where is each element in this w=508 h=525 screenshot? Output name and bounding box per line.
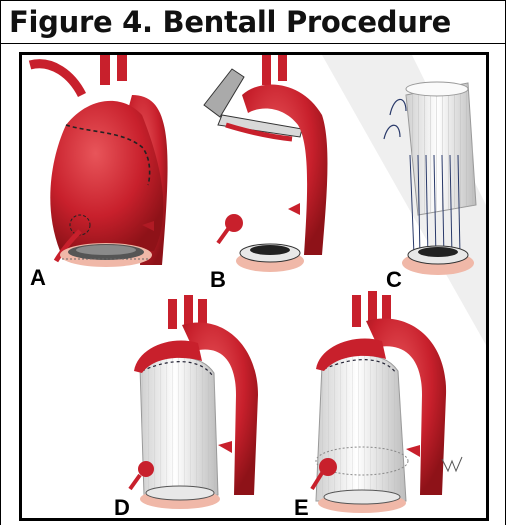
panel-b-drawing <box>204 55 327 272</box>
figure-title: Figure 4. Bentall Procedure <box>9 5 451 39</box>
panel-label-d: D <box>114 495 130 518</box>
panel-d-drawing <box>130 295 258 509</box>
panel-label-e: E <box>294 495 309 518</box>
artist-signature <box>442 457 462 471</box>
panel-label-c: C <box>386 267 402 292</box>
illustration-frame: A B <box>19 52 489 521</box>
panel-e-drawing <box>312 291 462 513</box>
panel-label-b: B <box>210 267 226 292</box>
panel-label-a: A <box>30 265 46 290</box>
panel-a-drawing <box>30 55 168 267</box>
bentall-illustration: A B <box>22 55 486 518</box>
figure-title-cell: Figure 4. Bentall Procedure <box>0 0 506 44</box>
